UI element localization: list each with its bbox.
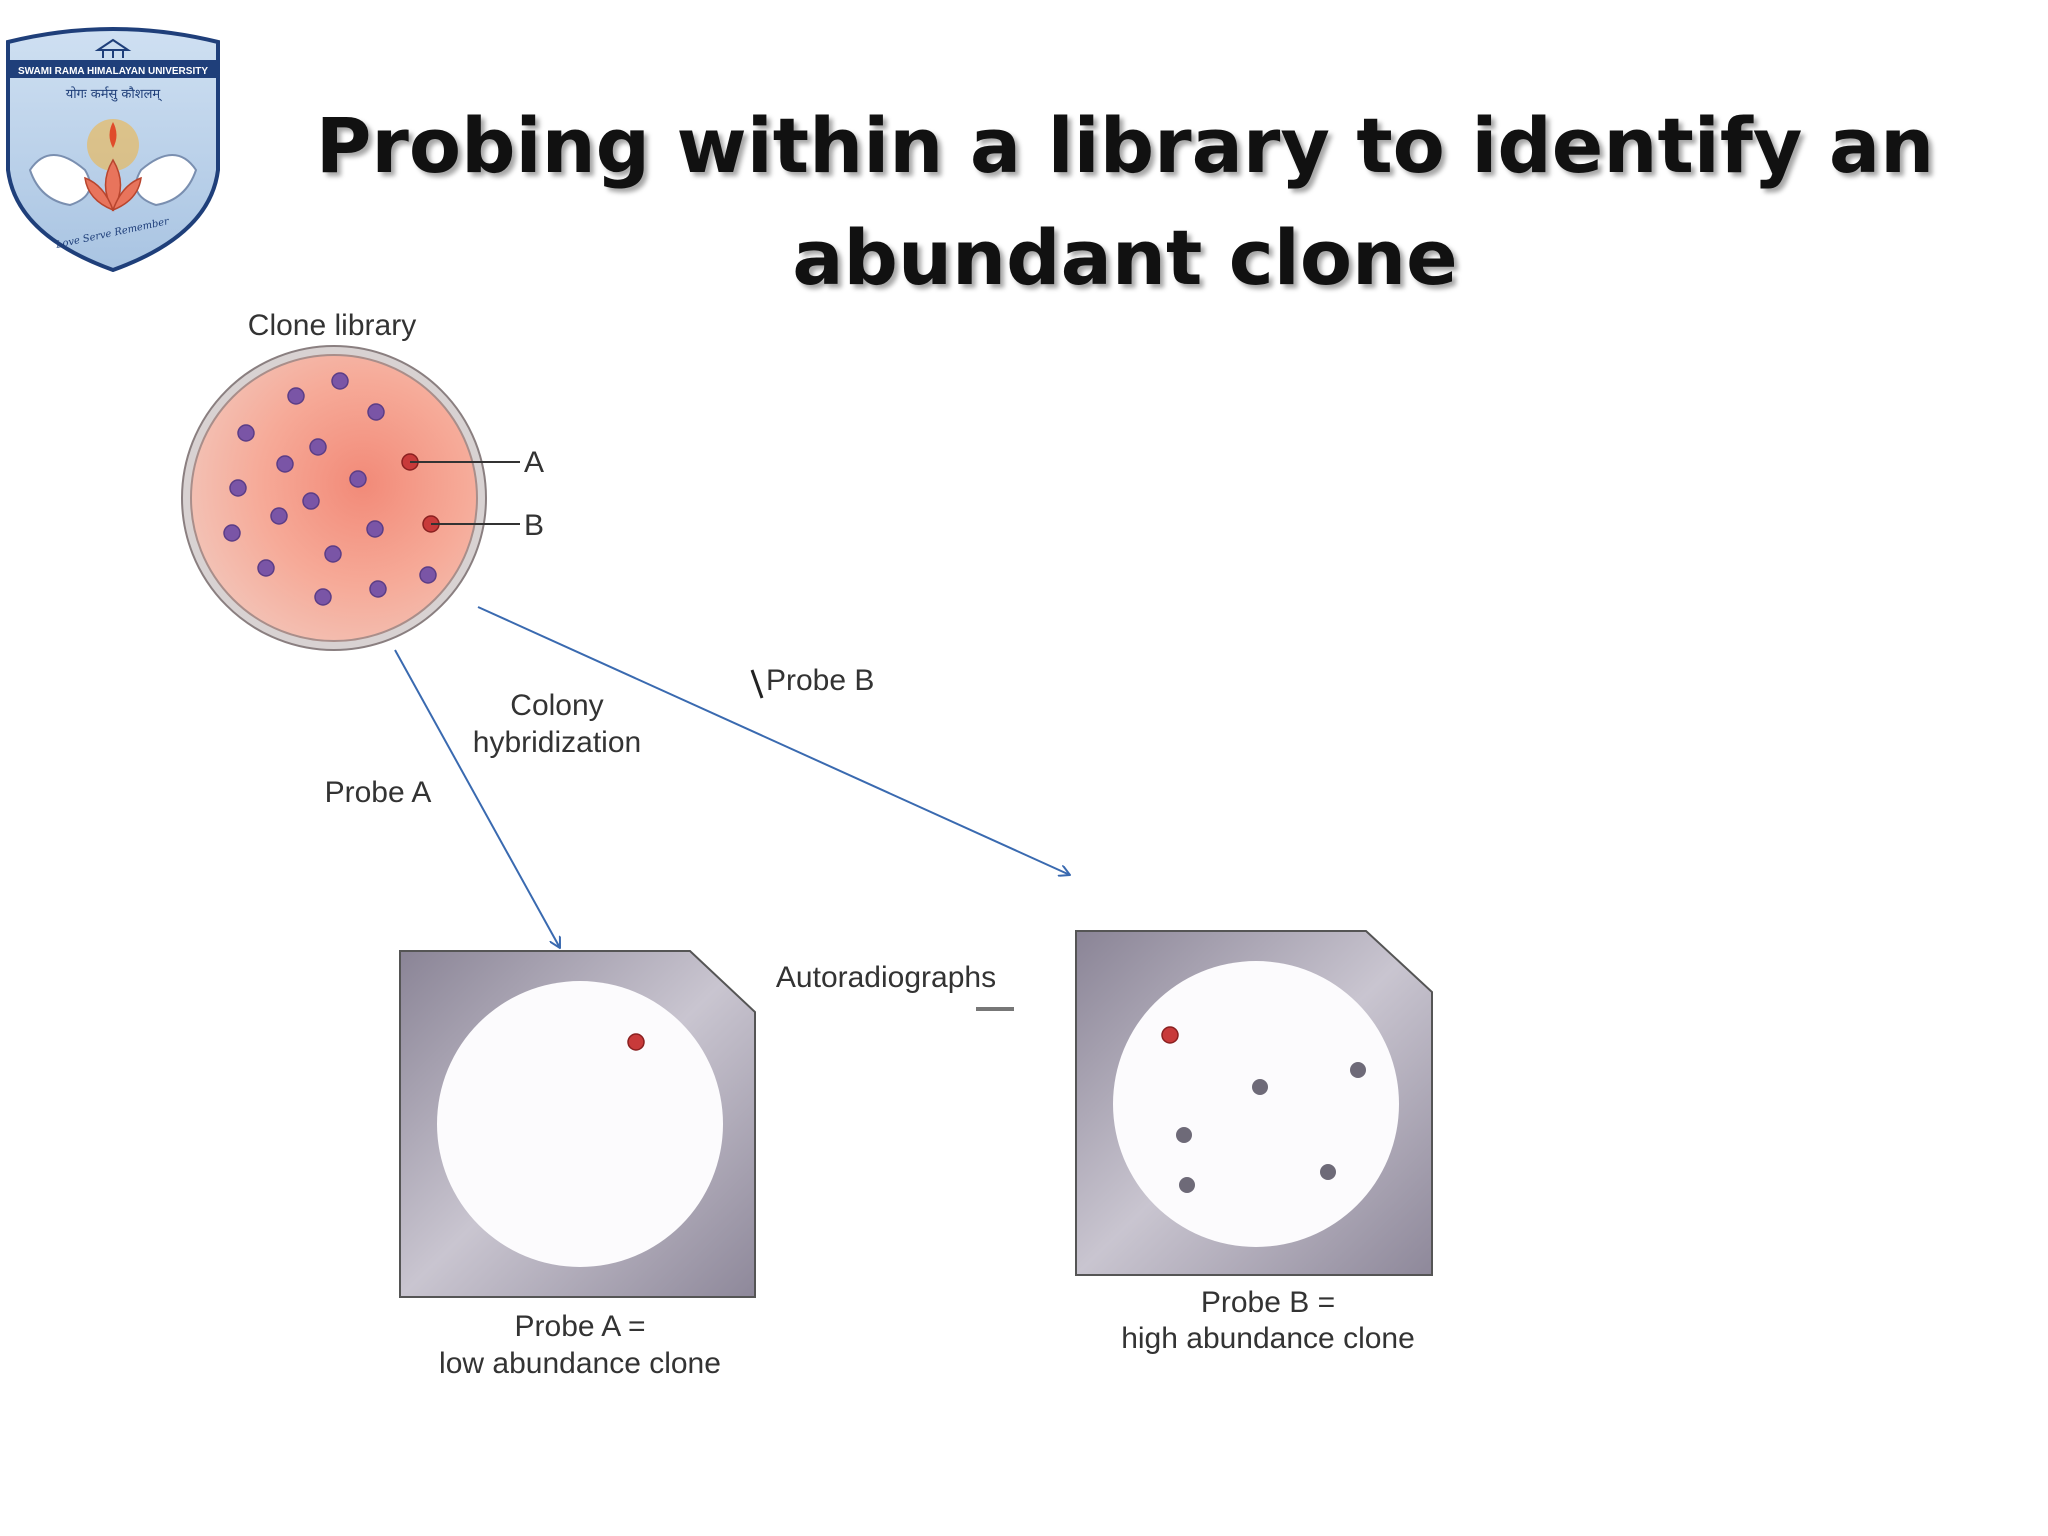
colony xyxy=(369,580,387,598)
autoradiographs-label: Autoradiographs xyxy=(776,961,996,994)
result-a-line1: Probe A = xyxy=(515,1310,646,1343)
colony xyxy=(223,524,241,542)
colony xyxy=(349,470,367,488)
library-colonies xyxy=(223,372,437,606)
colony-hybridization-line2: hybridization xyxy=(473,726,641,759)
logo-university-name: SWAMI RAMA HIMALAYAN UNIVERSITY xyxy=(18,66,208,77)
colony xyxy=(276,455,294,473)
logo-temple-icon xyxy=(94,38,132,58)
clone-library-label: Clone library xyxy=(248,309,416,342)
spot-gray xyxy=(1176,1127,1192,1143)
colony xyxy=(287,387,305,405)
probe-b-arrow xyxy=(477,606,1070,875)
probe-a-arrow xyxy=(394,649,560,948)
spot-gray xyxy=(1320,1164,1336,1180)
colony xyxy=(324,545,342,563)
spot-gray xyxy=(1179,1177,1195,1193)
colony xyxy=(229,479,247,497)
colony xyxy=(419,566,437,584)
spot-red xyxy=(1161,1026,1179,1044)
spot-gray xyxy=(1252,1079,1268,1095)
probe-b-label: Probe B xyxy=(766,664,874,697)
colony xyxy=(302,492,320,510)
marker-b-label: B xyxy=(524,509,544,542)
logo-motto-hindi: योगः कर्मसु कौशलम् xyxy=(66,86,162,102)
colony xyxy=(366,520,384,538)
slide-title: Probing within a library to identify an … xyxy=(315,101,1935,302)
result-a-line2: low abundance clone xyxy=(439,1347,721,1380)
logo-lotus-icon xyxy=(84,158,142,212)
university-logo: SWAMI RAMA HIMALAYAN UNIVERSITY योगः कर्… xyxy=(6,27,220,272)
result-b-line2: high abundance clone xyxy=(1121,1322,1415,1355)
probe-a-label: Probe A xyxy=(325,776,432,809)
colony xyxy=(367,403,385,421)
colony xyxy=(331,372,349,390)
logo-lamp-icon xyxy=(87,119,139,171)
colony xyxy=(309,438,327,456)
autoradiograph-b xyxy=(1075,930,1433,1276)
spot-gray xyxy=(1350,1062,1366,1078)
probe-b-tick xyxy=(750,669,764,699)
colony-hybridization-line1: Colony xyxy=(510,689,603,722)
spot-red xyxy=(627,1033,645,1051)
colony xyxy=(257,559,275,577)
colony xyxy=(314,588,332,606)
colony xyxy=(237,424,255,442)
colony xyxy=(270,507,288,525)
result-b-line1: Probe B = xyxy=(1201,1286,1335,1319)
clone-library-plate xyxy=(181,345,487,651)
autoradiograph-a xyxy=(399,950,756,1298)
logo-swans-icon xyxy=(28,154,198,207)
marker-a-label: A xyxy=(524,446,544,479)
